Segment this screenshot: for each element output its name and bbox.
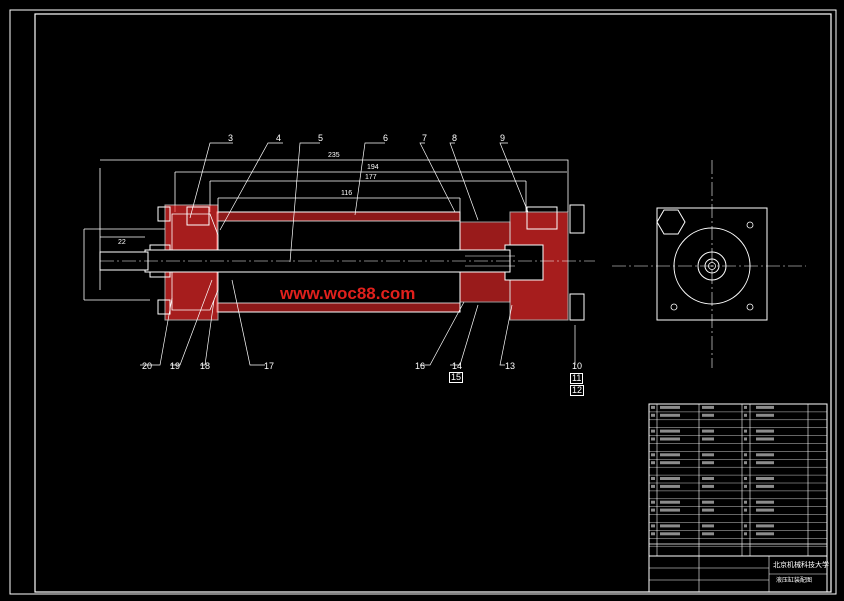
table-cell-text-mark	[702, 461, 714, 465]
table-cell-text-mark	[660, 461, 680, 465]
dimension-235: 235	[328, 152, 340, 159]
part-number-15: 15	[449, 372, 464, 383]
part-number-16: 16	[415, 361, 426, 371]
table-cell-text-mark	[744, 413, 747, 417]
part-number-8: 8	[452, 133, 458, 143]
table-cell-text-mark	[660, 405, 680, 409]
part-number-12: 12	[570, 385, 585, 396]
part-number-14: 14	[452, 361, 463, 371]
table-cell-text-mark	[756, 437, 774, 441]
table-cell-text-mark	[651, 477, 655, 480]
table-cell-text-mark	[756, 461, 774, 465]
side-view	[612, 160, 806, 368]
table-cell-text-mark	[702, 508, 714, 512]
leader-lines	[140, 142, 576, 366]
table-cell-text-mark	[651, 484, 655, 488]
table-cell-text-mark	[702, 437, 714, 441]
table-cell-text-mark	[744, 500, 747, 504]
table-cell-text-mark	[702, 477, 714, 480]
table-cell-text-mark	[651, 413, 655, 417]
table-cell-text-mark	[756, 477, 774, 480]
dimension-194: 194	[367, 164, 379, 171]
cylinder-section	[99, 204, 595, 321]
table-cell-text-mark	[744, 484, 747, 488]
title-block-drawing-name: 液压缸装配图	[776, 578, 813, 584]
table-cell-text-mark	[702, 405, 714, 409]
table-cell-text-mark	[744, 508, 747, 512]
table-cell-text-mark	[660, 453, 680, 457]
part-number-9: 9	[500, 133, 506, 143]
table-cell-text-mark	[756, 453, 774, 457]
table-cell-text-mark	[702, 484, 714, 488]
dimension-116: 116	[341, 190, 353, 197]
table-cell-text-mark	[651, 461, 655, 465]
table-cell-text-mark	[651, 429, 655, 433]
table-cell-text-mark	[756, 524, 774, 528]
dimension-177: 177	[365, 174, 377, 181]
table-cell-text-mark	[660, 484, 680, 488]
part-number-6: 6	[383, 133, 389, 143]
table-cell-text-mark	[660, 500, 680, 504]
part-number-17: 17	[264, 361, 275, 371]
part-number-7: 7	[422, 133, 428, 143]
table-cell-text-mark	[744, 524, 747, 528]
parts-list-table	[648, 403, 828, 593]
outer-border	[9, 9, 837, 595]
table-cell-text-mark	[744, 437, 747, 441]
watermark-text: www.woc88.com	[280, 284, 416, 303]
part-number-3: 3	[228, 133, 234, 143]
part-number-4: 4	[276, 133, 282, 143]
table-cell-text-mark	[756, 484, 774, 488]
table-cell-text-mark	[651, 508, 655, 512]
inner-border	[34, 13, 832, 593]
table-cell-text-mark	[660, 437, 680, 441]
table-cell-text-mark	[702, 453, 714, 457]
part-number-18: 18	[200, 361, 211, 371]
table-cell-text-mark	[756, 500, 774, 504]
table-cell-text-mark	[660, 477, 680, 480]
part-number-11: 11	[570, 373, 584, 384]
part-number-19: 19	[170, 361, 181, 371]
part-number-5: 5	[318, 133, 324, 143]
table-cell-text-mark	[756, 429, 774, 433]
table-cell-text-mark	[744, 461, 747, 465]
table-cell-text-mark	[702, 429, 714, 433]
table-cell-text-mark	[651, 532, 655, 536]
table-cell-text-mark	[702, 413, 714, 417]
table-cell-text-mark	[756, 532, 774, 536]
table-cell-text-mark	[651, 453, 655, 457]
table-cell-text-mark	[702, 532, 714, 536]
table-cell-text-mark	[651, 405, 655, 409]
table-cell-text-mark	[744, 477, 747, 480]
table-cell-text-mark	[660, 532, 680, 536]
table-cell-text-mark	[660, 508, 680, 512]
dimension-22: 22	[118, 239, 126, 246]
table-cell-text-mark	[651, 437, 655, 441]
table-cell-text-mark	[756, 508, 774, 512]
part-number-20: 20	[142, 361, 153, 371]
table-cell-text-mark	[756, 405, 774, 409]
table-cell-text-mark	[744, 429, 747, 433]
table-cell-text-mark	[702, 500, 714, 504]
table-cell-text-mark	[651, 524, 655, 528]
part-number-13: 13	[505, 361, 516, 371]
table-cell-text-mark	[660, 413, 680, 417]
table-cell-text-mark	[744, 453, 747, 457]
table-cell-text-mark	[660, 429, 680, 433]
table-cell-text-mark	[756, 413, 774, 417]
table-cell-text-mark	[744, 532, 747, 536]
table-cell-text-mark	[702, 524, 714, 528]
table-cell-text-mark	[744, 405, 747, 409]
table-cell-text-mark	[651, 500, 655, 504]
part-number-10: 10	[572, 361, 583, 371]
table-cell-text-mark	[660, 524, 680, 528]
title-block-school: 北京机械科技大学	[773, 562, 829, 569]
